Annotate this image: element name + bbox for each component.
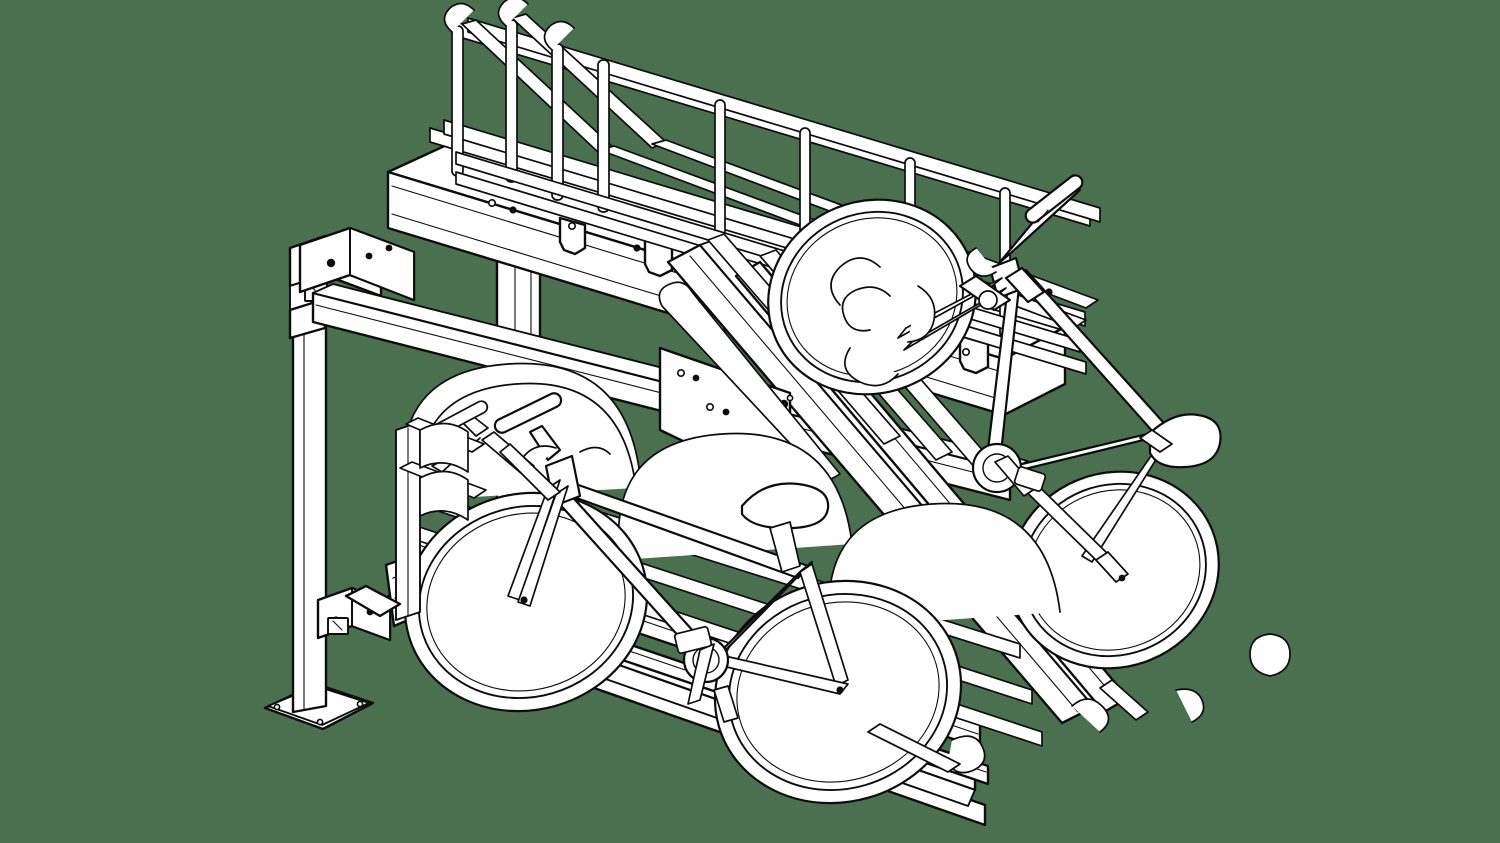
lower-bike-seatpost: [769, 521, 801, 573]
anchor-hole: [316, 718, 324, 726]
lower-bicycle: [403, 392, 963, 805]
lower-post-bracket: [316, 584, 402, 642]
lower-bike-saddle: [740, 482, 830, 573]
anchor-hole: [273, 703, 281, 711]
post-shaft: [291, 270, 328, 714]
bolt-hole: [786, 394, 794, 402]
fastener: [385, 244, 393, 252]
fastener: [722, 408, 730, 416]
lower-bike-frame: [507, 454, 849, 695]
fastener: [365, 252, 373, 260]
upper-bike-pedal: [1013, 466, 1047, 492]
lower-rack-end-frame: [395, 417, 487, 621]
cross-beam-bracket: [298, 226, 416, 302]
bolt-hole: [676, 368, 685, 377]
technical-drawing-group: [263, 0, 1291, 827]
fastener: [633, 244, 641, 252]
upper-wheel-hoops: [830, 257, 936, 387]
gas-assist-struts: [958, 266, 1053, 312]
strut-upper: [1004, 266, 1046, 304]
upper-bike-saddle: [1139, 413, 1222, 469]
bolt-hole: [567, 222, 576, 231]
upper-bike-handlebar: [966, 174, 1084, 277]
anchor-hole: [356, 700, 364, 708]
bolt-hole: [705, 402, 714, 411]
lower-bike-pedal: [673, 625, 713, 655]
foreground-detail-tubes: [867, 679, 1149, 774]
bolt-hole: [487, 199, 496, 208]
upper-bike-seatpost: [1139, 429, 1173, 453]
fastener: [509, 206, 517, 214]
fastener: [692, 374, 700, 382]
bolt-hole: [961, 347, 970, 356]
fastener: [326, 258, 336, 268]
